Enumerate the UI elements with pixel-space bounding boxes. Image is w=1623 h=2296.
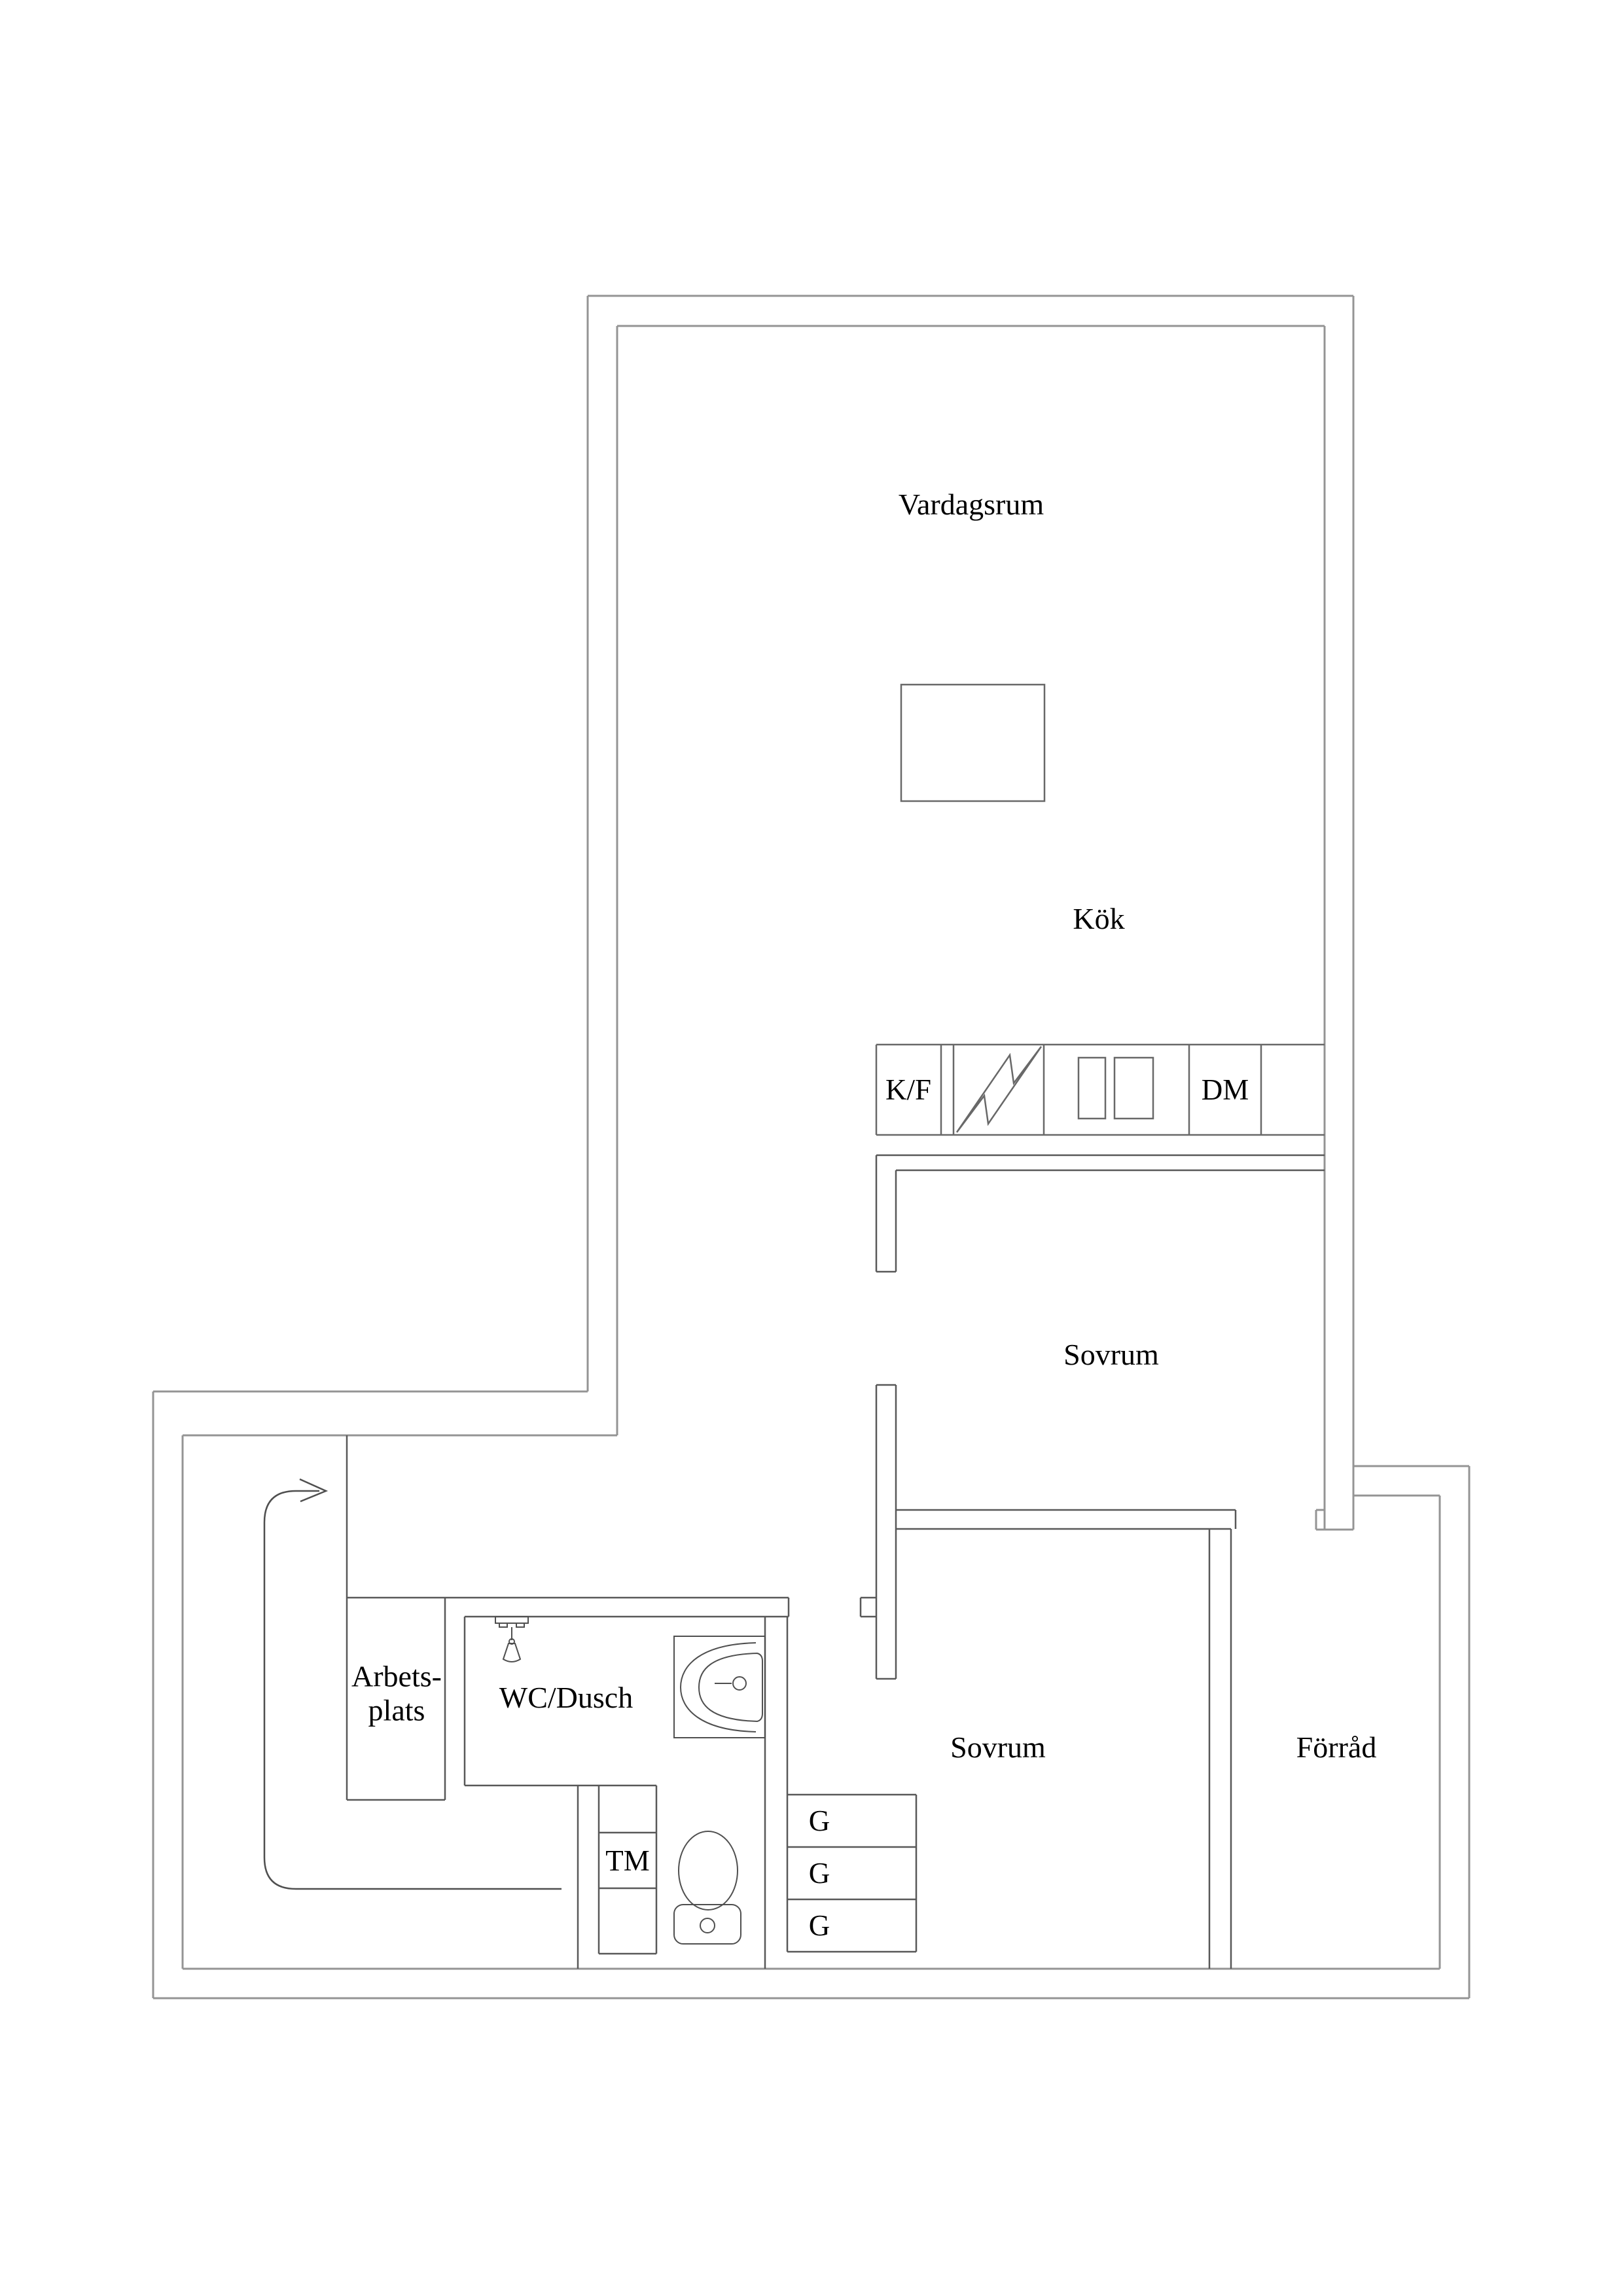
- workspace-walls: [346, 1435, 446, 1801]
- kitchen-counter: [875, 1043, 1325, 1136]
- washing-machine-cell: [599, 1831, 656, 1890]
- workspace-label-line1: Arbets-: [351, 1659, 442, 1693]
- living-room-label: Vardagsrum: [898, 488, 1044, 522]
- kitchen-sink-icon: [1077, 1056, 1107, 1120]
- wardrobe-label: G: [808, 1856, 830, 1890]
- storage-door-jamb: [1315, 1509, 1353, 1531]
- bathroom-sink-icon: [673, 1636, 766, 1738]
- exterior-walls: [152, 295, 1471, 2000]
- wardrobe-label: G: [808, 1804, 830, 1837]
- bedroom-lower-label: Sovrum: [950, 1731, 1046, 1765]
- workspace-label-line2: plats: [368, 1693, 425, 1727]
- storage-label: Förråd: [1296, 1731, 1377, 1765]
- workspace-label: Arbets- plats: [351, 1659, 442, 1727]
- kitchen-sink-icon: [1113, 1056, 1154, 1120]
- wardrobe-cells: [786, 1793, 918, 1953]
- interior-walls: [346, 1154, 1325, 1969]
- bedroom-upper-label: Sovrum: [1063, 1338, 1159, 1372]
- fridge-freezer-label: K/F: [885, 1073, 932, 1106]
- wardrobe-label: G: [808, 1909, 830, 1942]
- stairs-arrow-icon: [263, 1478, 562, 1890]
- table-square-icon: [900, 683, 1046, 802]
- toilet-icon: [673, 1831, 741, 1945]
- bathroom-label: WC/Dusch: [499, 1681, 633, 1715]
- kitchen-label: Kök: [1073, 902, 1125, 936]
- dishwasher-label: DM: [1201, 1073, 1249, 1106]
- washing-machine-label: TM: [605, 1844, 650, 1877]
- stove-lightning-icon: [955, 1046, 1043, 1133]
- pendant-lamp-icon: [495, 1616, 529, 1662]
